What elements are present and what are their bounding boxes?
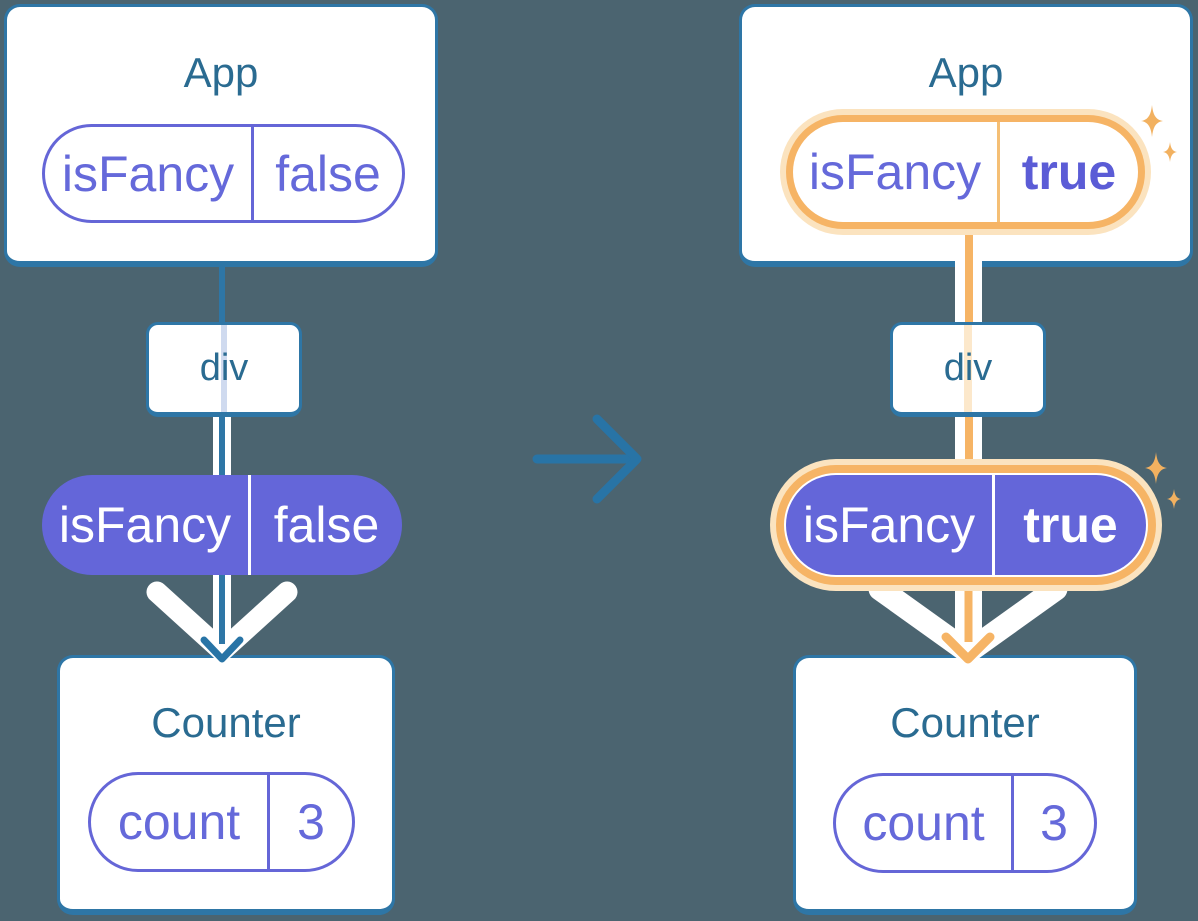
prop-value: true [1023,497,1118,553]
passed-prop-pill-highlighted: isFancy true [786,475,1146,575]
div-label: div [943,347,993,389]
prop-line-core-orange [964,233,973,322]
prop-line-faint-orange [964,325,972,412]
counter-title: Counter [890,699,1040,746]
prop-arrow-down-icon [146,566,298,663]
state-name: count [836,776,1014,870]
sparkles-icon [1141,105,1177,162]
prop-name: isFancy [45,127,254,220]
div-box: div [146,322,302,417]
prop-name: isFancy [42,475,251,575]
prop-value: true [1021,144,1117,200]
prop-name: isFancy [793,122,1000,222]
prop-arrow-down-icon-highlighted [868,577,1068,664]
div-to-pill-pipe [955,417,982,475]
app-prop-pill: isFancy false [42,124,405,223]
counter-state-pill: count 3 [88,772,355,872]
prop-line-core-orange [964,417,973,475]
app-prop-pill-highlighted: isFancy true [793,122,1138,222]
sparkles-icon [1145,452,1181,509]
div-box: div [890,322,1046,417]
passed-prop-pill: isFancy false [42,475,402,575]
prop-value: false [273,497,380,553]
pill-to-div-pipe [955,233,982,322]
div-to-pill-pipe [213,417,231,475]
prop-value: false [275,145,381,202]
app-title: App [928,49,1004,96]
div-label: div [199,347,249,389]
app-to-div-line [219,265,225,323]
counter-title: Counter [151,699,301,746]
state-name: count [91,775,270,869]
prop-name: isFancy [786,475,995,575]
prop-line-faint [221,325,227,412]
app-title: App [183,49,259,96]
prop-line-core [219,417,225,475]
counter-state-pill: count 3 [833,773,1097,873]
transition-arrow-icon [532,414,642,504]
state-value: 3 [297,794,325,850]
state-value: 3 [1040,795,1068,851]
